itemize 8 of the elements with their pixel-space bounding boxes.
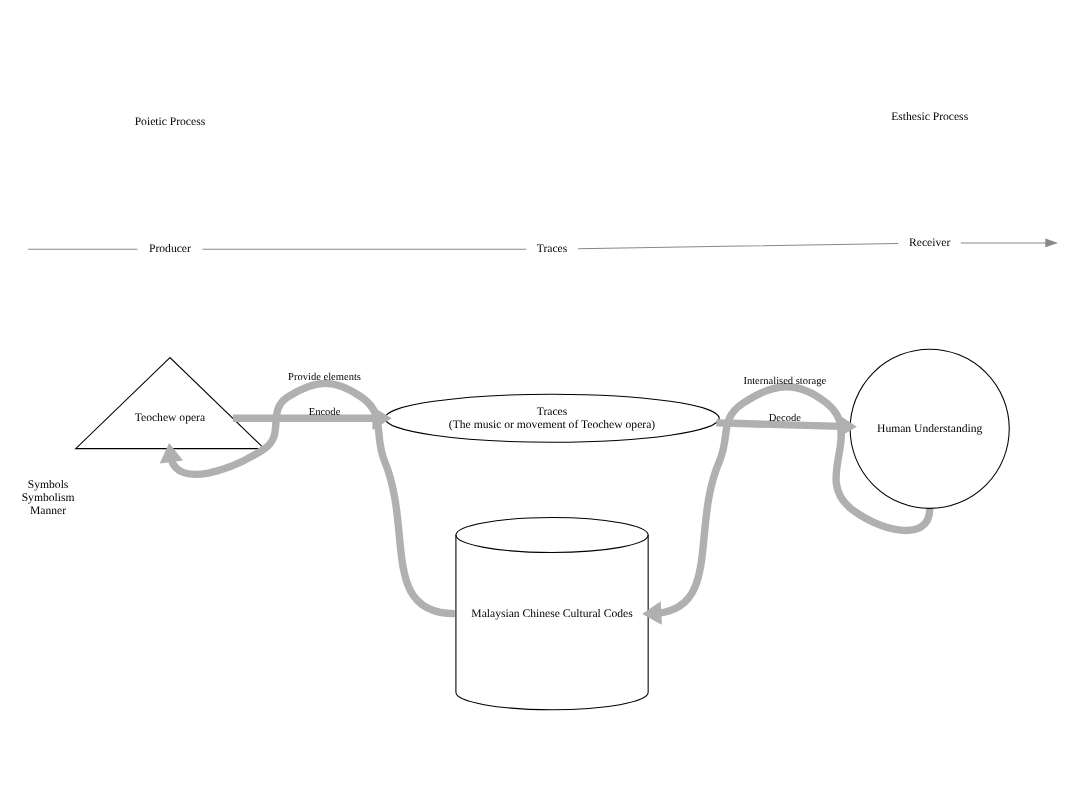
connector xyxy=(27,247,138,249)
arrow xyxy=(716,413,857,438)
arrow xyxy=(960,237,1059,247)
connector xyxy=(577,241,899,249)
arrow xyxy=(232,405,392,430)
connector xyxy=(201,247,527,249)
arrow xyxy=(642,382,934,624)
arrow xyxy=(159,378,456,617)
